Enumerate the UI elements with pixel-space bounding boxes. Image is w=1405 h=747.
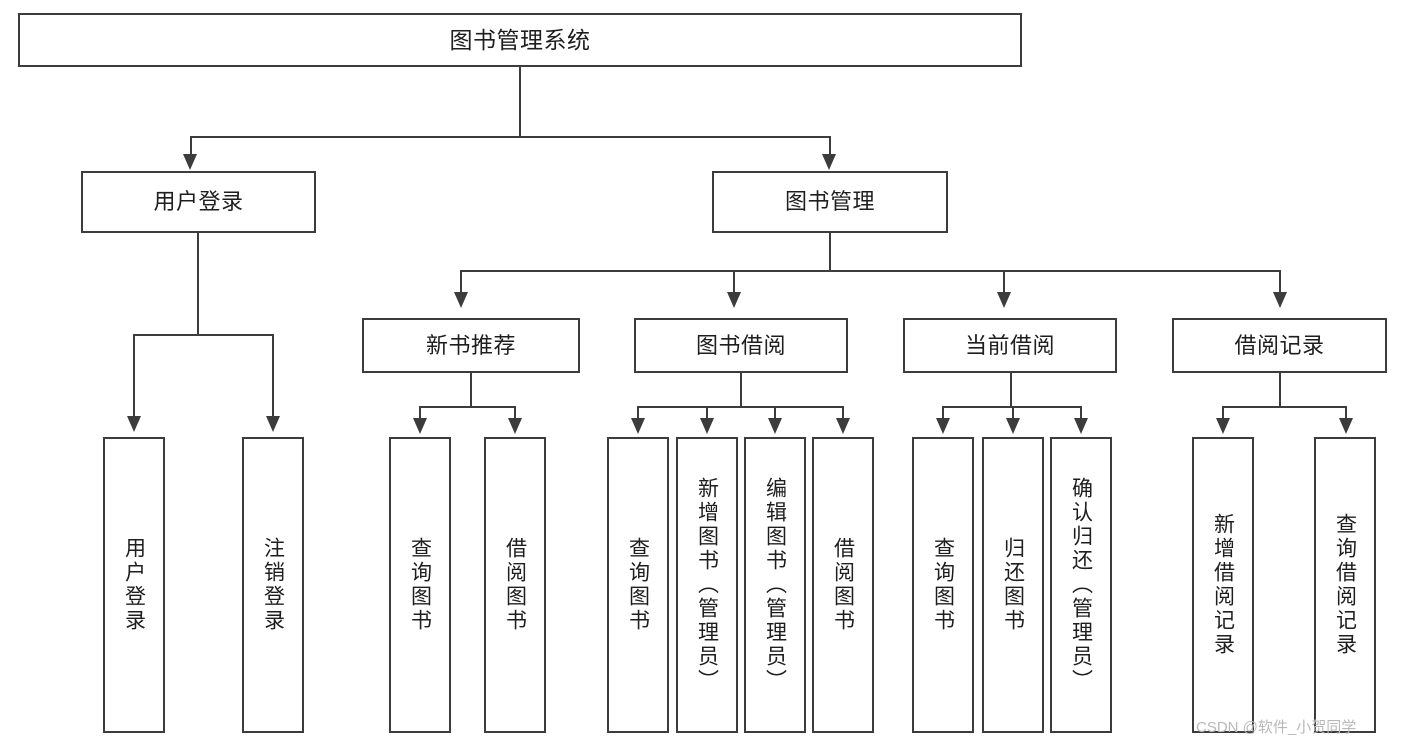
node-leaf-user-logout[interactable]: 注销登录	[242, 437, 304, 733]
arrowhead-leaf-query-book-3	[936, 418, 950, 434]
arrowhead-leaf-query-book-1	[413, 418, 427, 434]
arrowhead-leaf-borrow-book-1	[508, 418, 522, 434]
connector-book-borrow-drop-3	[774, 406, 776, 420]
connector-current-borrow-drop-2	[1012, 406, 1014, 420]
connector-drop-borrow-record	[1279, 270, 1281, 294]
arrowhead-leaf-confirm-return	[1074, 418, 1088, 434]
arrowhead-leaf-return-book	[1006, 418, 1020, 434]
node-book-manage[interactable]: 图书管理	[712, 171, 948, 233]
connector-current-borrow-drop-1	[942, 406, 944, 420]
connector-user-login-stem	[197, 233, 199, 335]
connector-book-borrow-drop-4	[842, 406, 844, 420]
arrowhead-leaf-user-logout	[266, 416, 280, 432]
watermark-text: CSDN @软件_小贺同学	[1196, 719, 1357, 736]
node-leaf-add-book[interactable]: 新增图书（管理员）	[676, 437, 738, 733]
connector-drop-current-borrow	[1003, 270, 1005, 294]
node-leaf-query-record[interactable]: 查询借阅记录	[1314, 437, 1376, 733]
node-label: 图书管理	[784, 189, 875, 215]
connector-drop-book-borrow	[733, 270, 735, 294]
connector-book-manage-bus	[460, 270, 1280, 272]
connector-book-manage-stem	[829, 233, 831, 271]
connector-current-borrow-stem	[1010, 373, 1012, 407]
arrowhead-leaf-user-login	[127, 416, 141, 432]
connector-root-stem	[519, 67, 521, 137]
connector-book-borrow-drop-2	[706, 406, 708, 420]
node-label: 编辑图书（管理员）	[763, 477, 787, 693]
node-label: 归还图书	[1001, 537, 1025, 633]
node-label: 图书管理系统	[449, 26, 591, 53]
node-label: 图书借阅	[695, 332, 786, 358]
node-label: 注销登录	[261, 537, 285, 633]
arrowhead-new-book-recommend	[454, 292, 468, 308]
connector-user-login-drop-1	[133, 334, 135, 418]
connector-borrow-record-stem	[1279, 373, 1281, 407]
arrowhead-leaf-query-book-2	[631, 418, 645, 434]
node-leaf-edit-book[interactable]: 编辑图书（管理员）	[744, 437, 806, 733]
node-leaf-borrow-book-2[interactable]: 借阅图书	[812, 437, 874, 733]
node-leaf-query-book-3[interactable]: 查询图书	[912, 437, 974, 733]
connector-book-borrow-bus	[637, 406, 843, 408]
node-root-system[interactable]: 图书管理系统	[18, 13, 1022, 67]
connector-to-book-manage	[829, 136, 831, 156]
node-label: 确认归还（管理员）	[1069, 477, 1093, 693]
connector-new-book-bus	[419, 406, 515, 408]
node-leaf-user-login[interactable]: 用户登录	[103, 437, 165, 733]
node-label: 借阅图书	[503, 537, 527, 633]
node-leaf-confirm-return[interactable]: 确认归还（管理员）	[1050, 437, 1112, 733]
connector-current-borrow-drop-3	[1080, 406, 1082, 420]
arrowhead-user-login	[183, 154, 197, 170]
connector-new-book-drop-1	[419, 406, 421, 420]
node-label: 用户登录	[153, 189, 244, 215]
connector-borrow-record-bus	[1222, 406, 1346, 408]
arrowhead-book-manage	[822, 154, 836, 170]
node-user-login[interactable]: 用户登录	[81, 171, 316, 233]
node-borrow-record[interactable]: 借阅记录	[1172, 318, 1387, 373]
node-leaf-borrow-book-1[interactable]: 借阅图书	[484, 437, 546, 733]
connector-new-book-stem	[470, 373, 472, 407]
node-leaf-add-record[interactable]: 新增借阅记录	[1192, 437, 1254, 733]
arrowhead-leaf-borrow-book-2	[836, 418, 850, 434]
node-label: 查询借阅记录	[1333, 513, 1357, 657]
node-current-borrow[interactable]: 当前借阅	[903, 318, 1117, 373]
connector-book-borrow-drop-1	[637, 406, 639, 420]
arrowhead-leaf-query-record	[1339, 418, 1353, 434]
node-label: 查询图书	[626, 537, 650, 633]
node-label: 查询图书	[408, 537, 432, 633]
connector-borrow-record-drop-2	[1345, 406, 1347, 420]
node-new-book-recommend[interactable]: 新书推荐	[362, 318, 580, 373]
node-label: 新书推荐	[425, 332, 516, 358]
arrowhead-book-borrow	[727, 292, 741, 308]
arrowhead-leaf-edit-book	[768, 418, 782, 434]
node-book-borrow[interactable]: 图书借阅	[634, 318, 848, 373]
connector-root-bus	[190, 136, 831, 138]
node-label: 借阅记录	[1234, 332, 1325, 358]
connector-drop-new-book	[460, 270, 462, 294]
connector-user-login-bus	[133, 334, 273, 336]
node-label: 借阅图书	[831, 537, 855, 633]
node-label: 用户登录	[122, 537, 146, 633]
connector-new-book-drop-2	[514, 406, 516, 420]
node-label: 新增图书（管理员）	[695, 477, 719, 693]
connector-user-login-drop-2	[272, 334, 274, 418]
connector-book-borrow-stem	[740, 373, 742, 407]
node-leaf-query-book-1[interactable]: 查询图书	[389, 437, 451, 733]
arrowhead-borrow-record	[1273, 292, 1287, 308]
connector-borrow-record-drop-1	[1222, 406, 1224, 420]
arrowhead-current-borrow	[997, 292, 1011, 308]
node-label: 新增借阅记录	[1211, 513, 1235, 657]
arrowhead-leaf-add-book	[700, 418, 714, 434]
connector-to-user-login	[190, 136, 192, 156]
node-label: 当前借阅	[964, 332, 1055, 358]
node-label: 查询图书	[931, 537, 955, 633]
node-leaf-return-book[interactable]: 归还图书	[982, 437, 1044, 733]
arrowhead-leaf-add-record	[1216, 418, 1230, 434]
node-leaf-query-book-2[interactable]: 查询图书	[607, 437, 669, 733]
